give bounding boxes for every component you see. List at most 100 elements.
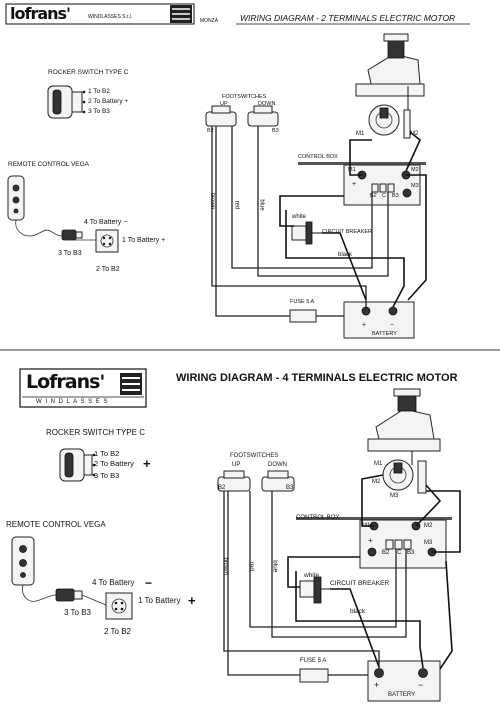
top-rocker-label-3: 3 To B3 [88,108,110,115]
bottom-cb-b3-label: B3 [407,550,415,556]
bottom-battery-minus: − [418,680,424,690]
bottom-rocker-label-3: 3 To B3 [94,471,120,480]
bottom-socket-icon [105,592,133,620]
top-control-box-label: CONTROL BOX [298,154,338,160]
top-m2-label: M2 [410,131,419,137]
top-m1-label: M1 [356,131,365,137]
bottom-battery-label: BATTERY [388,692,416,698]
top-battery-minus: − [390,322,395,329]
top-fs-up-label: UP [220,101,228,107]
top-remote-title: REMOTE CONTROL VEGA [8,161,90,168]
panel-divider [0,349,500,351]
top-footswitch-down-icon [247,105,279,127]
top-logo-frame [5,3,195,25]
top-logo-city: MONZA [200,18,219,24]
bottom-cb-c-label: C [397,550,402,556]
bottom-remote-label-1: 1 To Battery [138,596,181,605]
bottom-circuit-breaker-icon [299,576,330,604]
top-blue-wire-label: blue [258,199,265,211]
top-breaker-label: CIRCUIT BREAKER [322,229,373,235]
top-socket-icon [95,229,119,253]
bottom-cb-b2-label: B2 [382,550,390,556]
top-remote-label-4: 4 To Battery − [84,219,128,226]
bottom-control-box-bar [296,517,452,520]
bottom-remote-control-icon [11,536,83,602]
top-battery-icon [343,301,415,339]
bottom-control-box-label: CONTROL BOX [296,515,340,521]
top-brown-wire-label: brown [209,192,216,210]
top-red-wire-label: red [233,200,240,210]
top-rocker-title: ROCKER SWITCH TYPE C [48,69,129,76]
bottom-cb-m1-label: M1 [362,523,371,529]
bottom-b3-label: B3 [286,485,294,491]
top-remote-label-3: 3 To B3 [58,250,82,257]
top-logo-subtitle: WINDLASSES S.r.l. [88,14,133,20]
bottom-white-wire-label: white [304,572,320,579]
top-title: WIRING DIAGRAM - 2 TERMINALS ELECTRIC MO… [240,13,456,23]
top-windlass-icon [355,33,425,139]
bottom-m1-label: M1 [374,461,383,467]
top-diagram: lofrans' WINDLASSES S.r.l. MONZA WIRING … [0,0,500,349]
top-fs-down-label: DOWN [258,101,276,107]
bottom-battery-plus: + [374,680,380,690]
top-remote-label-2: 2 To B2 [96,266,120,273]
top-rocker-switch-icon [47,85,86,119]
top-cb-plus-label: + [352,181,357,188]
bottom-breaker-label: CIRCUIT BREAKER [330,580,390,587]
bottom-remote-plus: + [188,593,196,608]
top-cb-b2-label: B2 [370,193,377,199]
bottom-red-wire-label: red [247,561,255,571]
bottom-cb-plus-label: + [368,536,373,545]
bottom-rocker-title: ROCKER SWITCH TYPE C [46,428,145,437]
bottom-fuse-label: FUSE 5 A [300,658,327,664]
bottom-remote-title: REMOTE CONTROL VEGA [6,520,106,529]
top-white-wire-label: white [292,214,307,220]
bottom-blue-wire-label: blue [271,560,279,573]
bottom-diagram: Lofrans' W I N D L A S S E S WIRING DIAG… [0,351,500,706]
top-circuit-breaker-icon [291,221,322,245]
bottom-rocker-label-2: 2 To Battery [94,459,134,468]
bottom-title: WIRING DIAGRAM - 4 TERMINALS ELECTRIC MO… [176,372,458,384]
bottom-rocker-switch-icon [59,448,96,482]
bottom-b2-label: B2 [218,485,226,491]
bottom-logo-text: Lofrans' [26,371,105,393]
bottom-footswitches-label: FOOTSWITCHES [230,453,279,459]
bottom-m2-label: M2 [372,479,381,485]
top-b3-label: B3 [272,128,279,134]
top-black-wire-label: black [338,252,353,258]
top-rocker-label-1: 1 To B2 [88,88,110,95]
top-wiring-svg [5,3,470,339]
top-logo-text: lofrans' [10,4,71,23]
top-remote-label-1: 1 To Battery + [122,237,166,244]
top-footswitches-label: FOOTSWITCHES [222,94,267,100]
top-fuse-icon [289,309,317,323]
bottom-wiring-svg [11,368,461,702]
bottom-windlass-icon [367,388,441,494]
top-cb-c-label: C [382,193,386,199]
bottom-battery-icon [367,660,441,702]
top-rocker-label-2: 2 To Battery + [88,98,129,105]
top-fuse-label: FUSE 5 A [290,299,315,305]
bottom-fuse-icon [299,668,329,683]
top-cb-m3-label: M3 [411,183,419,189]
top-cb-b3-label: B3 [392,193,399,199]
bottom-fs-down-label: DOWN [268,462,287,468]
top-control-box-bar [298,162,426,165]
bottom-m3-label: M3 [390,493,399,499]
bottom-cb-m2-label: M2 [424,523,433,529]
bottom-cb-m3-label: M3 [424,540,433,546]
bottom-rocker-plus: + [143,456,151,471]
bottom-brown-wire-label: brown [222,557,230,576]
bottom-fs-up-label: UP [232,462,241,468]
top-cb-m2-label: M2 [411,167,419,173]
bottom-footswitch-up-icon [217,470,251,492]
top-battery-plus: + [362,322,367,329]
bottom-remote-label-3: 3 To B3 [64,608,91,617]
bottom-remote-label-4: 4 To Battery [92,578,135,587]
bottom-remote-label-2: 2 To B2 [104,627,131,636]
bottom-rocker-label-1: 1 To B2 [94,449,120,458]
top-footswitch-up-icon [205,105,237,127]
top-cb-m1-label: M1 [348,167,356,173]
top-b2-label: B2 [207,128,214,134]
bottom-black-wire-label: black [350,608,366,615]
